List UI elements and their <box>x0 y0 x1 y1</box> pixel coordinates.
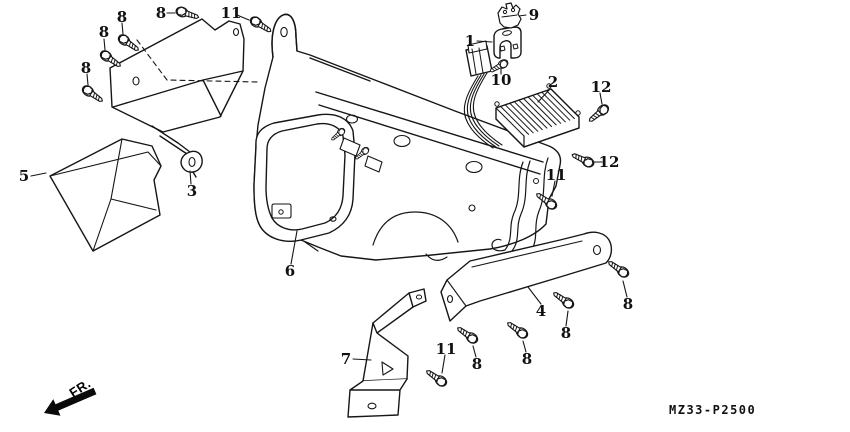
callout-2: 2 <box>547 73 559 91</box>
callout-6: 6 <box>284 262 296 280</box>
connector-wires <box>463 40 503 149</box>
callout-11: 11 <box>220 4 242 22</box>
callout-10: 10 <box>490 71 512 89</box>
callout-3: 3 <box>186 182 198 200</box>
callout-11: 11 <box>435 340 457 358</box>
callout-8: 8 <box>80 59 92 77</box>
part-2-regulator <box>494 83 581 148</box>
diagram-part-code: MZ33-P2500 <box>669 403 757 417</box>
callout-8: 8 <box>622 295 634 313</box>
callout-12: 12 <box>590 78 612 96</box>
part-9-clip <box>497 2 522 29</box>
callout-8: 8 <box>98 23 110 41</box>
callout-4: 4 <box>535 302 547 320</box>
callout-5: 5 <box>18 167 30 185</box>
part-3-bracket <box>151 125 203 178</box>
callout-1: 1 <box>464 32 476 50</box>
part-4-heat-guard <box>440 231 613 322</box>
callout-9: 9 <box>528 6 540 24</box>
callout-11: 11 <box>545 166 567 184</box>
fr-arrow-icon <box>44 387 97 416</box>
callout-8: 8 <box>155 4 167 22</box>
part-6-air-duct <box>253 13 562 261</box>
callout-8: 8 <box>116 8 128 26</box>
part-3-heat-shield <box>109 18 259 133</box>
part-7-bracket <box>347 288 427 418</box>
part-5-cover <box>49 138 162 252</box>
leader-lines <box>30 12 628 374</box>
callout-8: 8 <box>560 324 572 342</box>
callout-8: 8 <box>471 355 483 373</box>
callout-12: 12 <box>598 153 620 171</box>
callout-8: 8 <box>521 350 533 368</box>
callout-7: 7 <box>340 350 352 368</box>
part-1-bracket <box>493 26 522 59</box>
